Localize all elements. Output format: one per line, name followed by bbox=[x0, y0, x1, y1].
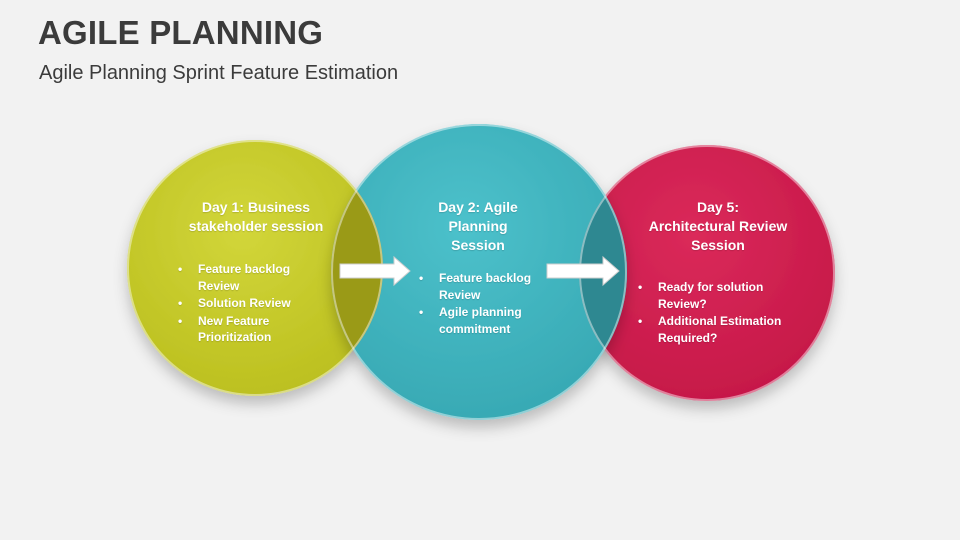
list-item: Feature backlog Review bbox=[174, 261, 314, 294]
list-item: New Feature Prioritization bbox=[174, 313, 314, 346]
list-item: Additional Estimation Required? bbox=[634, 313, 804, 346]
arrow-right-icon bbox=[339, 255, 411, 287]
stage-1-bullets: Feature backlog Review Solution Review N… bbox=[174, 261, 314, 346]
stage-3-content: Day 5: Architectural Review Session Read… bbox=[632, 198, 804, 347]
stage-3-bullets: Ready for solution Review? Additional Es… bbox=[634, 279, 804, 346]
arrow-right-icon bbox=[546, 255, 620, 287]
stage-2-bullets: Feature backlog Review Agile planning co… bbox=[415, 270, 540, 337]
stage-2-heading: Day 2: Agile Planning Session bbox=[438, 199, 518, 253]
stage-1-heading: Day 1: Business stakeholder session bbox=[188, 199, 324, 234]
page-subtitle: Agile Planning Sprint Feature Estimation bbox=[39, 62, 399, 84]
stage-2-content: Day 2: Agile Planning Session Feature ba… bbox=[418, 198, 538, 338]
page-title: AGILE PLANNING bbox=[38, 14, 324, 51]
list-item: Solution Review bbox=[174, 295, 314, 312]
list-item: Ready for solution Review? bbox=[634, 279, 804, 312]
list-item: Feature backlog Review bbox=[415, 270, 540, 303]
stage-1-content: Day 1: Business stakeholder session Feat… bbox=[170, 198, 342, 347]
list-item: Agile planning commitment bbox=[415, 304, 540, 337]
stage-3-heading: Day 5: Architectural Review Session bbox=[648, 199, 788, 253]
